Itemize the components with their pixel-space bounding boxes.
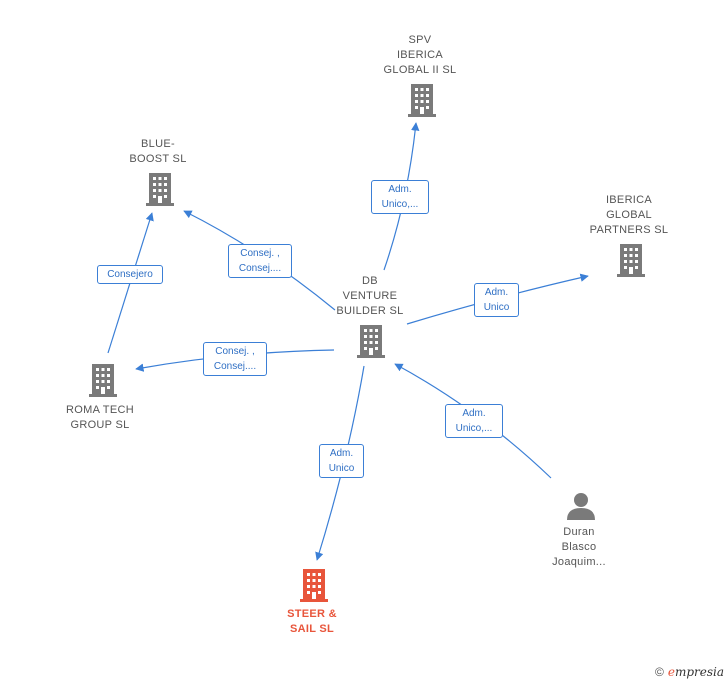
edge-label-db-steer[interactable]: Adm. Unico [319,444,364,478]
building-icon-blue-boost [146,173,174,206]
brand-initial: e [667,665,675,679]
edge-label-db-spv[interactable]: Adm. Unico,... [371,180,429,214]
node-label-spv[interactable]: SPV IBERICA GLOBAL II SL [383,34,457,76]
footer-brand: © empresia [655,665,724,679]
building-icon-iberica [617,244,645,277]
person-icon-duran [567,493,595,520]
node-label-steer-sail[interactable]: STEER & SAIL SL [287,608,337,635]
edge-label-duran-db[interactable]: Adm. Unico,... [445,404,503,438]
node-label-duran[interactable]: Duran Blasco Joaquim... [552,526,606,568]
edge-label-db-roma[interactable]: Consej. , Consej.... [203,342,267,376]
node-label-db-venture[interactable]: DB VENTURE BUILDER SL [336,275,404,317]
node-label-iberica[interactable]: IBERICA GLOBAL PARTNERS SL [589,194,669,236]
edge-label-roma-blue[interactable]: Consejero [97,265,163,284]
node-label-blue-boost[interactable]: BLUE- BOOST SL [129,138,187,165]
node-label-roma-tech[interactable]: ROMA TECH GROUP SL [66,404,134,431]
building-icon-db-venture [357,325,385,358]
copyright-symbol: © [654,665,664,679]
edge-roma-blue [107,212,154,354]
brand-logo: empresia [668,665,724,679]
building-icon-spv [408,84,436,117]
building-icon-steer-sail [300,569,328,602]
edge-label-db-iberica[interactable]: Adm. Unico [474,283,519,317]
brand-rest: mpresia [674,665,724,679]
building-icon-roma-tech [89,364,117,397]
edge-label-db-blue[interactable]: Consej. , Consej.... [228,244,292,278]
